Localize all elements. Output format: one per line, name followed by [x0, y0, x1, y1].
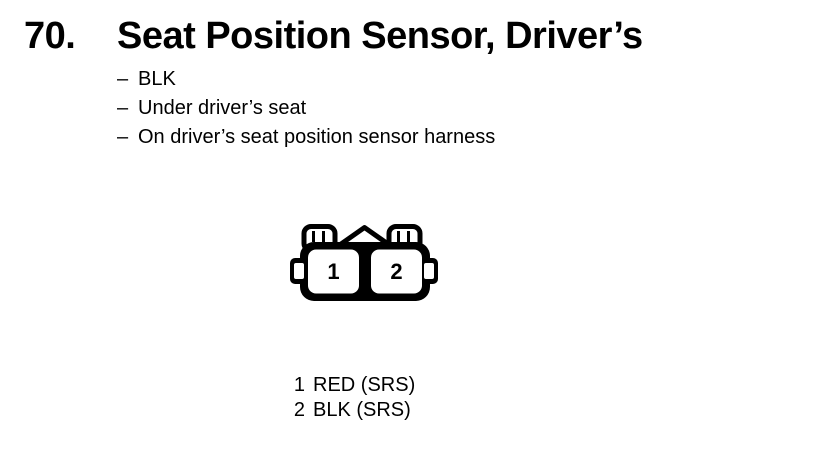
note-text: BLK	[138, 68, 176, 90]
connector-diagram: 1 2	[288, 221, 440, 303]
dash-bullet: –	[117, 68, 129, 90]
connector-cavity-1	[308, 249, 359, 294]
connector-svg: 1 2	[290, 224, 438, 301]
note-item: – On driver’s seat position sensor harne…	[117, 123, 495, 152]
item-number: 70.	[24, 15, 76, 57]
note-item: – Under driver’s seat	[117, 94, 495, 123]
pin-row: 1 RED (SRS)	[293, 373, 415, 398]
note-text: On driver’s seat position sensor harness	[138, 126, 496, 148]
dash-bullet: –	[117, 97, 129, 119]
connector-cavity-2	[371, 249, 422, 294]
pin-row: 2 BLK (SRS)	[293, 398, 415, 423]
pin-label: RED (SRS)	[313, 374, 416, 396]
note-text: Under driver’s seat	[138, 97, 307, 119]
pin-number: 1	[293, 374, 305, 396]
pin-legend: 1 RED (SRS) 2 BLK (SRS)	[293, 373, 415, 423]
cavity-number-1: 1	[327, 259, 339, 284]
dash-bullet: –	[117, 126, 129, 148]
pin-number: 2	[293, 399, 305, 421]
connector-side-notch-right	[424, 263, 434, 279]
note-item: – BLK	[117, 65, 495, 94]
notes-list: – BLK – Under driver’s seat – On driver’…	[117, 65, 495, 152]
connector-center-peak	[339, 225, 390, 247]
page-title-text: Seat Position Sensor, Driver’s	[117, 15, 643, 57]
page-title: 70. Seat Position Sensor, Driver’s	[24, 15, 643, 57]
pin-label: BLK (SRS)	[313, 399, 411, 421]
connector-side-notch-left	[294, 263, 304, 279]
cavity-number-2: 2	[390, 259, 402, 284]
